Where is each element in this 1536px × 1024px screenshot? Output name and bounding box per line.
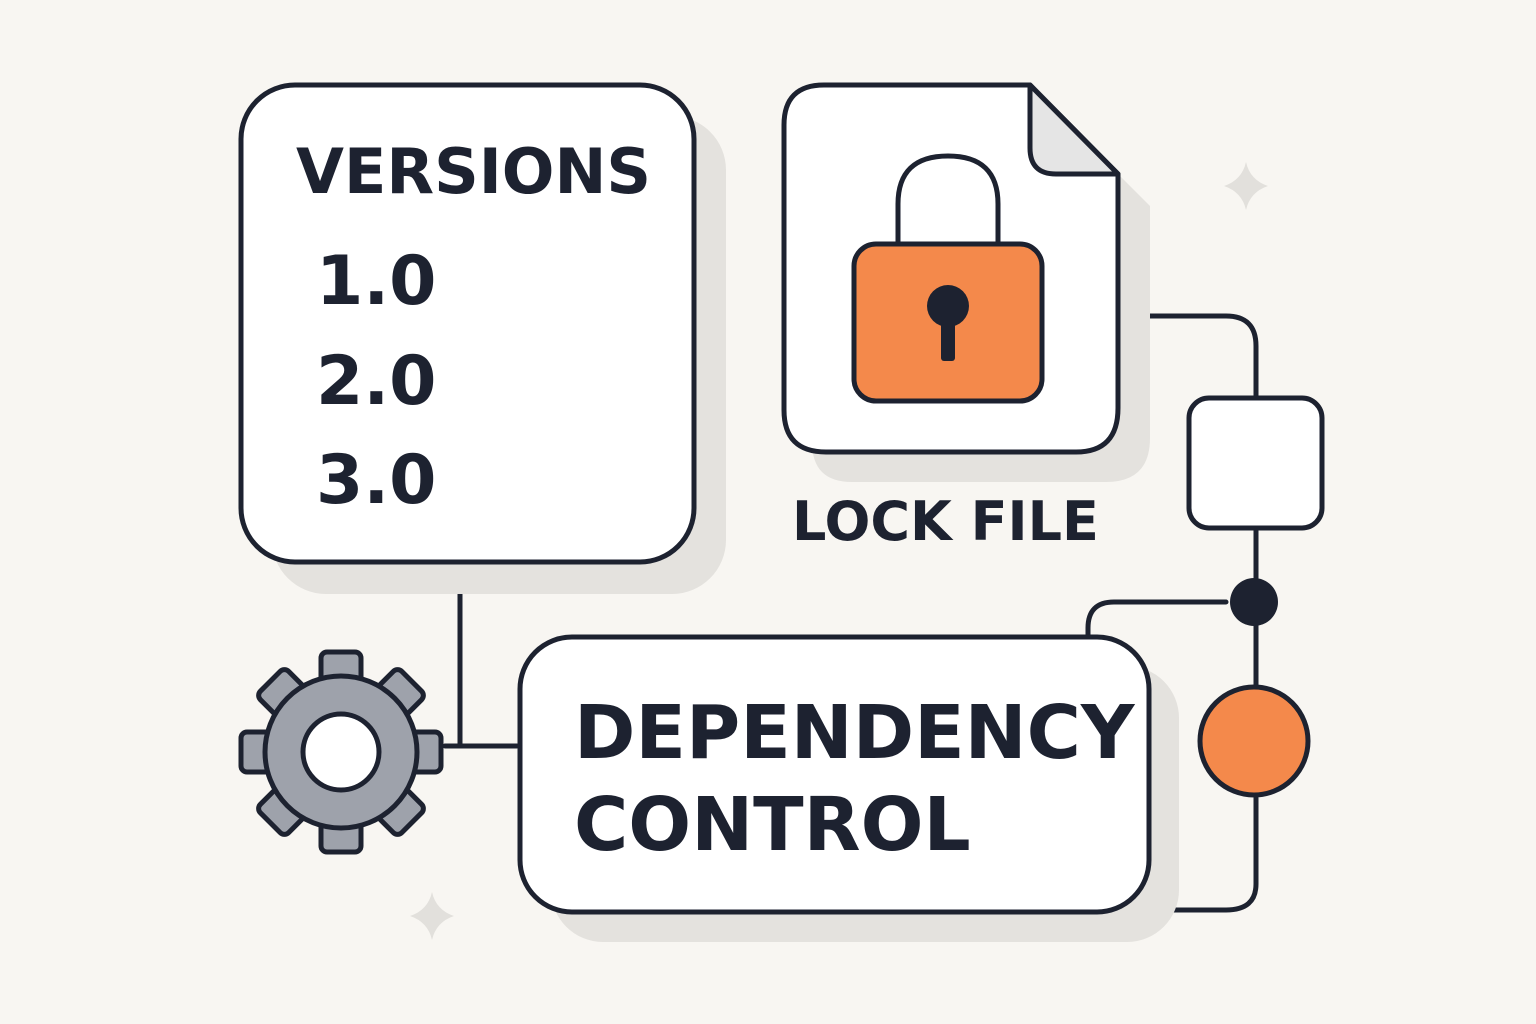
accent-circle-node [1197, 684, 1311, 798]
gear-hole [300, 711, 382, 793]
connector-square-node [1186, 395, 1325, 531]
lockfile-to-square-line [1119, 313, 1259, 401]
dependency-control-line2: CONTROL [574, 782, 971, 868]
versions-panel-box [238, 82, 697, 565]
versions-panel: VERSIONS 1.0 2.0 3.0 [238, 82, 726, 594]
keyhole-slot [941, 314, 955, 361]
keyhole-top [927, 285, 969, 327]
sparkle-icon [410, 892, 454, 940]
dot-to-dependency-line [1085, 599, 1229, 641]
connector-lines [442, 313, 1259, 913]
version-item: 3.0 [316, 441, 436, 520]
dependency-control-box: DEPENDENCY CONTROL [517, 634, 1179, 942]
circle-to-dependency-line [1113, 795, 1259, 913]
version-item: 2.0 [316, 342, 436, 421]
page-fold [1027, 82, 1121, 177]
versions-title: VERSIONS [296, 135, 651, 208]
version-item: 1.0 [316, 242, 436, 321]
gear-icon [238, 649, 444, 855]
padlock-shackle [895, 153, 1001, 245]
lock-file-document: LOCK FILE [781, 82, 1150, 553]
lock-file-label: LOCK FILE [792, 490, 1099, 553]
junction-dot [1230, 578, 1278, 626]
sparkle-icon [1224, 162, 1268, 210]
padlock-icon [851, 153, 1045, 404]
dependency-control-frame [517, 634, 1152, 915]
dependency-control-line1: DEPENDENCY [574, 690, 1136, 776]
